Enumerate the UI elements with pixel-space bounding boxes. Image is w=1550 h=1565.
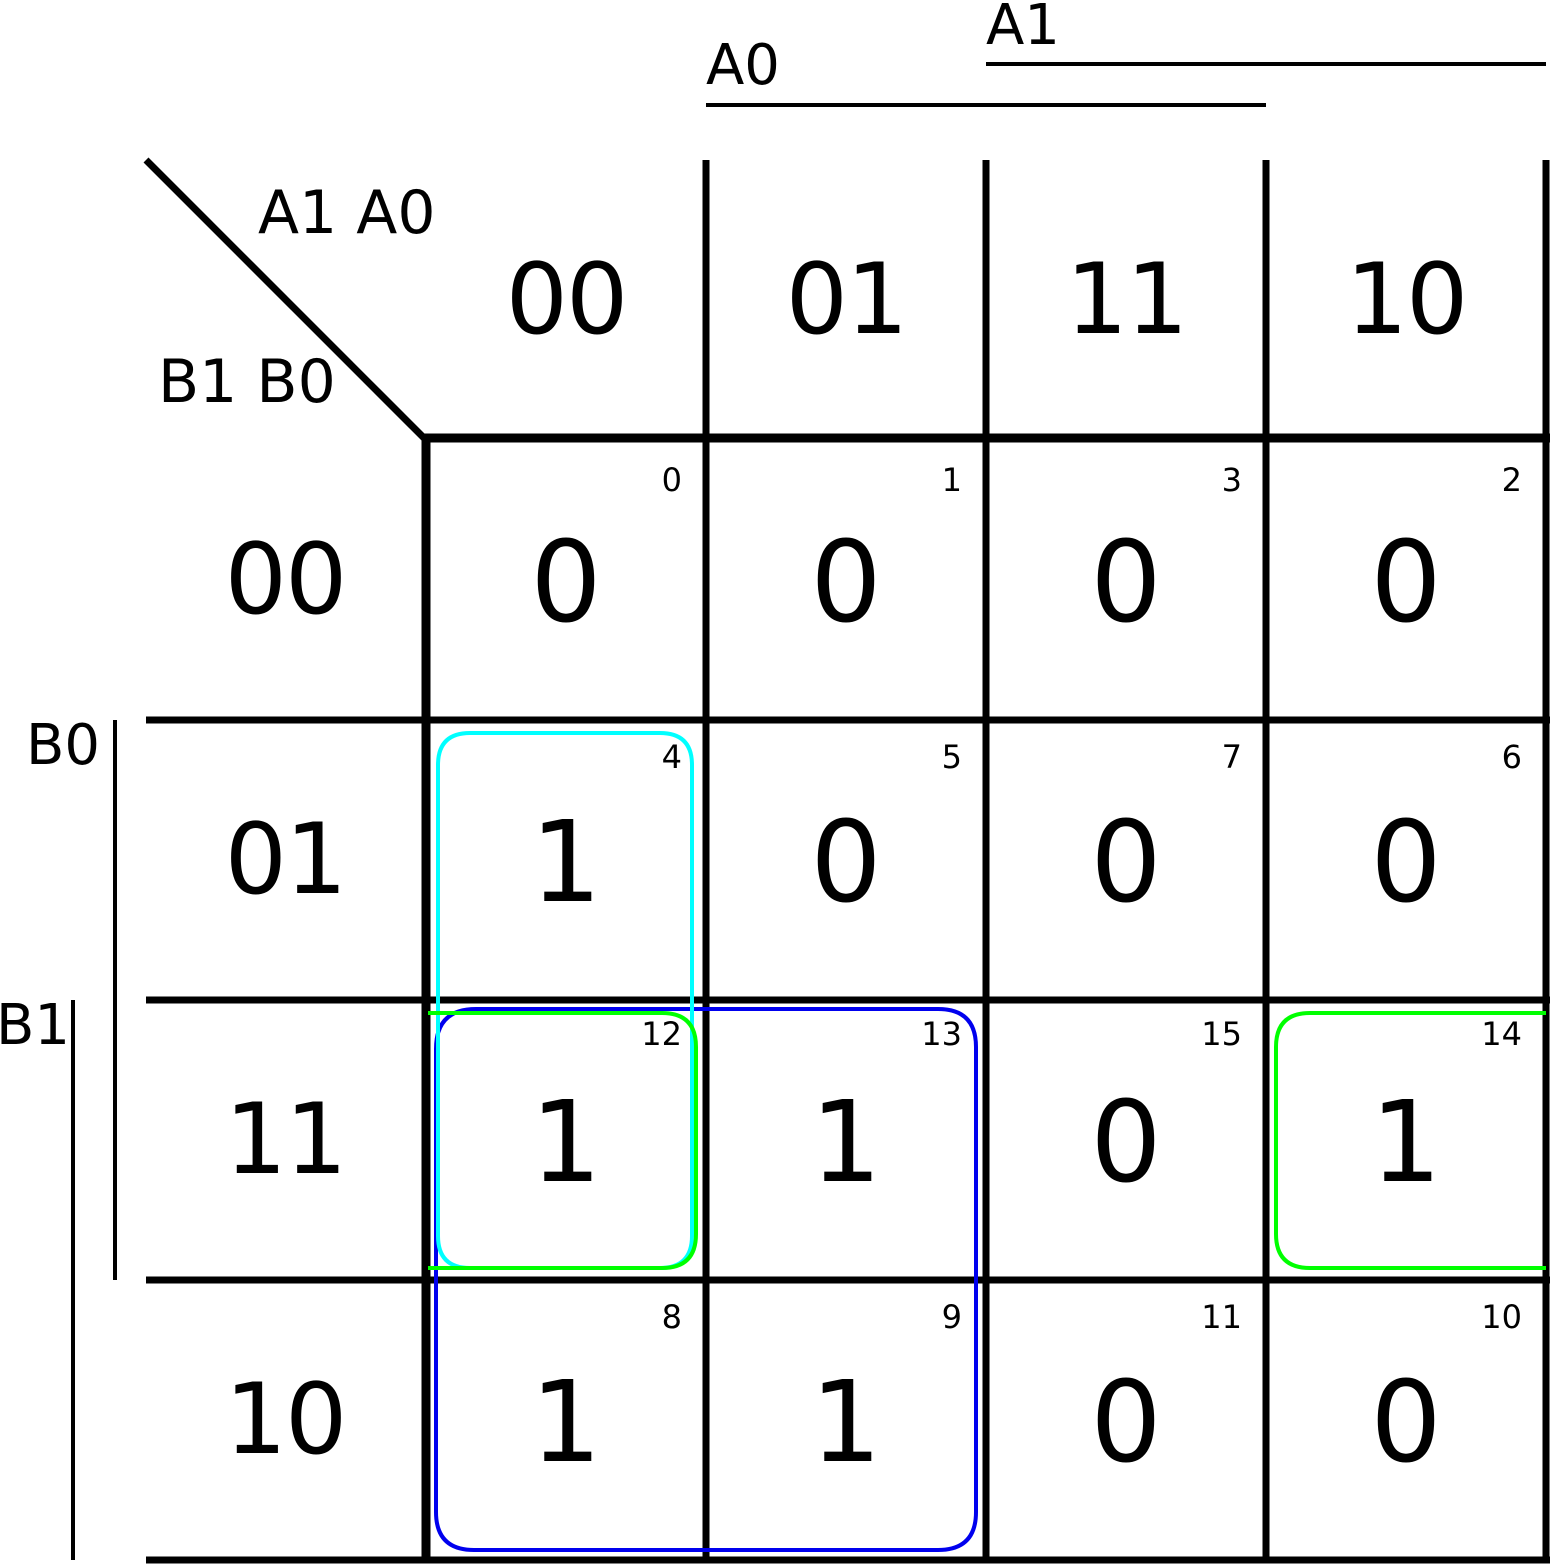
cell-index: 2 xyxy=(1501,461,1522,499)
column-header: 01 xyxy=(785,243,909,357)
row-header: 01 xyxy=(224,803,348,917)
column-header: 10 xyxy=(1345,243,1469,357)
cell-value: 0 xyxy=(1090,518,1162,648)
cell-index: 10 xyxy=(1481,1298,1522,1336)
group-loop-green-right xyxy=(1274,1011,1546,1270)
cell-index: 6 xyxy=(1501,738,1522,776)
cell-index: 13 xyxy=(921,1015,962,1053)
corner-column-vars: A1 A0 xyxy=(258,178,436,248)
cell-index: 14 xyxy=(1481,1015,1522,1053)
group-loop-green-left xyxy=(428,1011,698,1270)
cell-index: 9 xyxy=(941,1298,962,1336)
cell-index: 7 xyxy=(1221,738,1242,776)
b1-span-label: B1 xyxy=(0,993,71,1058)
cell-value: 0 xyxy=(1090,1358,1162,1488)
b0-span-label: B0 xyxy=(26,713,101,778)
cell-value: 1 xyxy=(810,1358,882,1488)
corner-row-vars: B1 B0 xyxy=(158,347,336,417)
column-header: 11 xyxy=(1065,243,1189,357)
row-header: 11 xyxy=(224,1083,348,1197)
cell-value: 0 xyxy=(1370,518,1442,648)
cell-value: 1 xyxy=(530,1078,602,1208)
row-header: 10 xyxy=(224,1363,348,1477)
cell-index: 15 xyxy=(1201,1015,1242,1053)
cell-value: 0 xyxy=(810,798,882,928)
cell-index: 4 xyxy=(661,738,682,776)
cell-index: 8 xyxy=(661,1298,682,1336)
row-header: 00 xyxy=(224,523,348,637)
cell-value: 1 xyxy=(810,1078,882,1208)
cell-value: 0 xyxy=(1090,798,1162,928)
cell-value: 0 xyxy=(1370,1358,1442,1488)
a0-span-label: A0 xyxy=(706,33,780,98)
cell-index: 1 xyxy=(941,461,962,499)
cell-index: 5 xyxy=(941,738,962,776)
cell-value: 0 xyxy=(810,518,882,648)
column-header: 00 xyxy=(505,243,629,357)
cell-index: 11 xyxy=(1201,1298,1242,1336)
cell-value: 1 xyxy=(530,1358,602,1488)
a1-span-label: A1 xyxy=(986,0,1060,58)
cell-value: 0 xyxy=(530,518,602,648)
cell-value: 1 xyxy=(1370,1078,1442,1208)
cell-value: 0 xyxy=(1370,798,1442,928)
cell-value: 0 xyxy=(1090,1078,1162,1208)
cell-index: 12 xyxy=(641,1015,682,1053)
cell-index: 0 xyxy=(661,461,682,499)
cell-value: 1 xyxy=(530,798,602,928)
cell-index: 3 xyxy=(1221,461,1242,499)
corner-diagonal xyxy=(143,157,429,443)
